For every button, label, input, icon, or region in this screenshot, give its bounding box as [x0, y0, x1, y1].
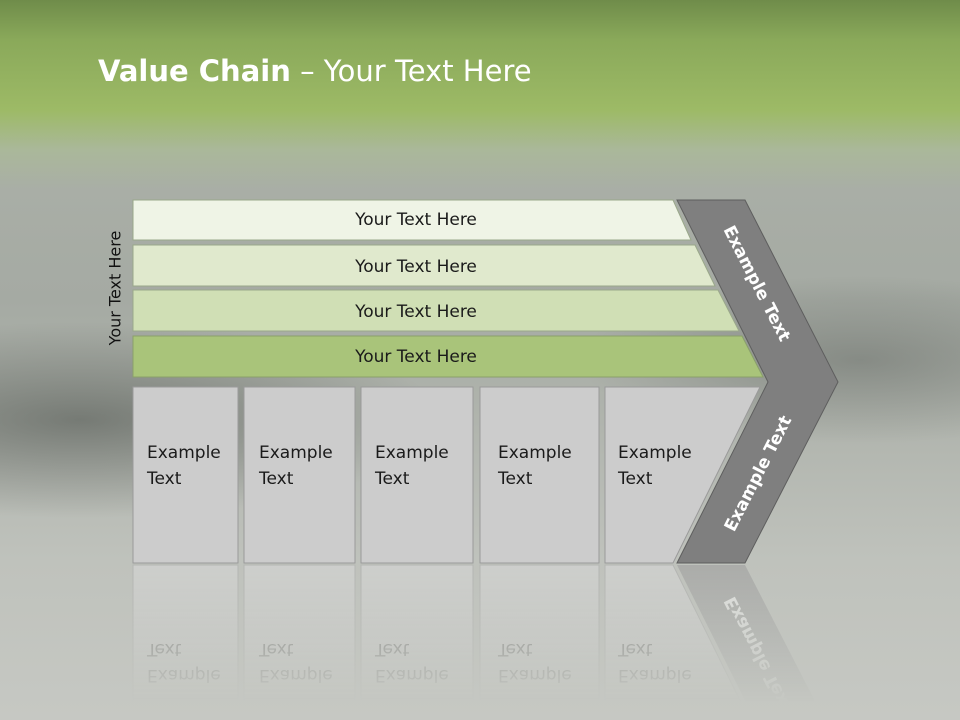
reflection-text-1a: Example: [147, 665, 221, 685]
column-box-3: [360, 386, 474, 564]
title-bold: Value Chain: [98, 54, 291, 88]
row-label-1: Your Text Here: [354, 210, 477, 230]
reflection-text-5b: Text: [617, 639, 653, 659]
reflection-text-2a: Example: [259, 665, 333, 685]
column-box-1-line1: Example: [147, 443, 221, 463]
column-box-5-line2: Text: [618, 469, 653, 489]
row-band-3: [132, 289, 740, 332]
column-box-3-line1: Example: [375, 443, 449, 463]
reflection-text-3a: Example: [375, 665, 449, 685]
column-box-4-line2: Text: [498, 469, 533, 489]
column-box-3-line2: Text: [375, 469, 410, 489]
column-box-2-line2: Text: [259, 469, 294, 489]
column-box-4-line1: Example: [498, 443, 572, 463]
row-label-3: Your Text Here: [354, 302, 477, 322]
margin-chevron: [676, 199, 839, 564]
row-band-2: [132, 244, 716, 287]
column-box-5-label: Example Text: [618, 440, 692, 492]
column-box-5: [604, 386, 761, 564]
column-box-4: [479, 386, 600, 564]
reflection-text-4a: Example: [498, 665, 572, 685]
reflection-text-3b: Text: [374, 639, 410, 659]
column-box-1: [132, 386, 239, 564]
column-box-2-label: Example Text: [259, 440, 333, 492]
column-box-2: [243, 386, 356, 564]
reflection-text-1b: Text: [146, 639, 182, 659]
row-band-1: [132, 199, 692, 241]
column-box-3-label: Example Text: [375, 440, 449, 492]
reflection-text-2b: Text: [258, 639, 294, 659]
column-box-1-line2: Text: [147, 469, 182, 489]
reflection-text-5a: Example: [618, 665, 692, 685]
column-box-4-label: Example Text: [498, 440, 572, 492]
row-label-2: Your Text Here: [354, 257, 477, 277]
row-label-4: Your Text Here: [354, 347, 477, 367]
row-band-4: [132, 335, 764, 378]
reflection-text-4b: Text: [497, 639, 533, 659]
title-rest: – Your Text Here: [290, 54, 532, 88]
column-box-5-line1: Example: [618, 443, 692, 463]
page-title: Value Chain – Your Text Here: [98, 54, 532, 88]
column-box-1-label: Example Text: [147, 440, 221, 492]
diagram-reflection: Example Text Example Text Example Text E…: [132, 564, 825, 720]
column-box-2-line1: Example: [259, 443, 333, 463]
